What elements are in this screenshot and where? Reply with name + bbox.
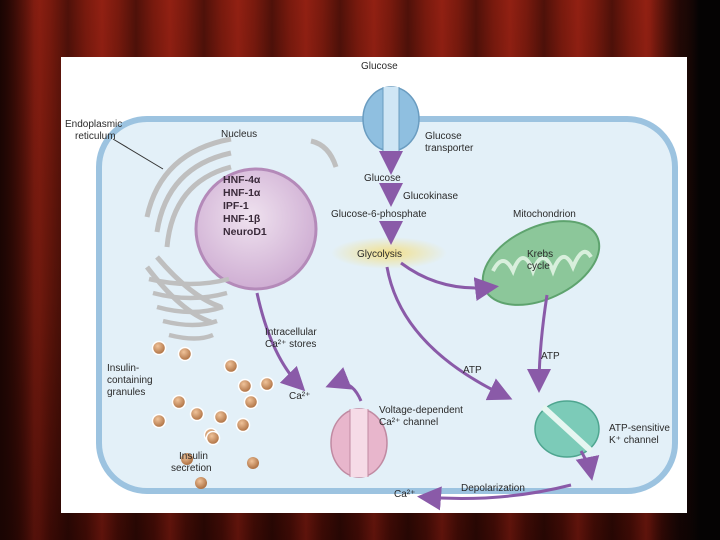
label-ca-extracellular: Ca²⁺ (394, 489, 415, 500)
atp-sensitive-k-channel (534, 400, 600, 458)
endoplasmic-reticulum (144, 136, 339, 325)
label-krebs: Krebs (527, 249, 553, 260)
label-glucose-intracellular: Glucose (364, 173, 401, 184)
label-ca-intracellular: Ca²⁺ (289, 391, 310, 402)
label-nucleus: Nucleus (221, 129, 257, 140)
glucose-transporter (362, 86, 420, 152)
curtain-shadow-left (0, 0, 40, 540)
label-intracellular-ca-stores: Intracellular (265, 327, 317, 338)
label-gene-hnf4a: HNF-4α (223, 174, 261, 186)
label-voltage-dependent: Voltage-dependent (379, 405, 463, 416)
label-er-2: reticulum (75, 131, 116, 142)
label-glucose-6-phosphate: Glucose-6-phosphate (331, 209, 427, 220)
label-gene-hnf1b: HNF-1β (223, 213, 261, 225)
label-insulin-granules-2: containing (107, 375, 153, 386)
label-glucose-top: Glucose (361, 61, 398, 72)
label-atp-left: ATP (463, 365, 482, 376)
pathway-arrows (255, 151, 600, 511)
label-gene-ipf1: IPF-1 (223, 200, 249, 212)
label-insulin-granules-3: granules (107, 387, 145, 398)
label-k-channel: K⁺ channel (609, 435, 659, 446)
label-glucose-transporter-2: transporter (425, 143, 474, 154)
voltage-dependent-ca-channel (330, 408, 388, 478)
label-er: Endoplasmic (65, 119, 122, 130)
insulin-granules (151, 340, 275, 489)
label-mitochondrion: Mitochondrion (513, 209, 576, 220)
nucleus (194, 167, 318, 291)
er-leader-line (112, 138, 164, 170)
golgi-apparatus (148, 276, 230, 341)
label-insulin-secretion: Insulin (179, 451, 208, 462)
beta-cell-diagram: Glucose Glucose transporter Endoplasmic … (65, 61, 678, 511)
slide-panel: Glucose Glucose transporter Endoplasmic … (61, 57, 687, 513)
label-glucose-transporter: Glucose (425, 131, 462, 142)
label-krebs-2: cycle (527, 261, 550, 272)
label-insulin-granules: Insulin- (107, 363, 139, 374)
label-atp-sensitive: ATP-sensitive (609, 423, 670, 434)
label-glucokinase: Glucokinase (403, 191, 458, 202)
label-ca-channel: Ca²⁺ channel (379, 417, 438, 428)
label-depolarization: Depolarization (461, 483, 525, 494)
label-gene-hnf1a: HNF-1α (223, 187, 261, 199)
label-gene-neurod1: NeuroD1 (223, 226, 267, 238)
label-atp-right: ATP (541, 351, 560, 362)
label-glycolysis: Glycolysis (357, 249, 402, 260)
label-insulin-secretion-2: secretion (171, 463, 212, 474)
label-intracellular-ca-stores-2: Ca²⁺ stores (265, 339, 316, 350)
glycolysis-glow (331, 237, 447, 269)
